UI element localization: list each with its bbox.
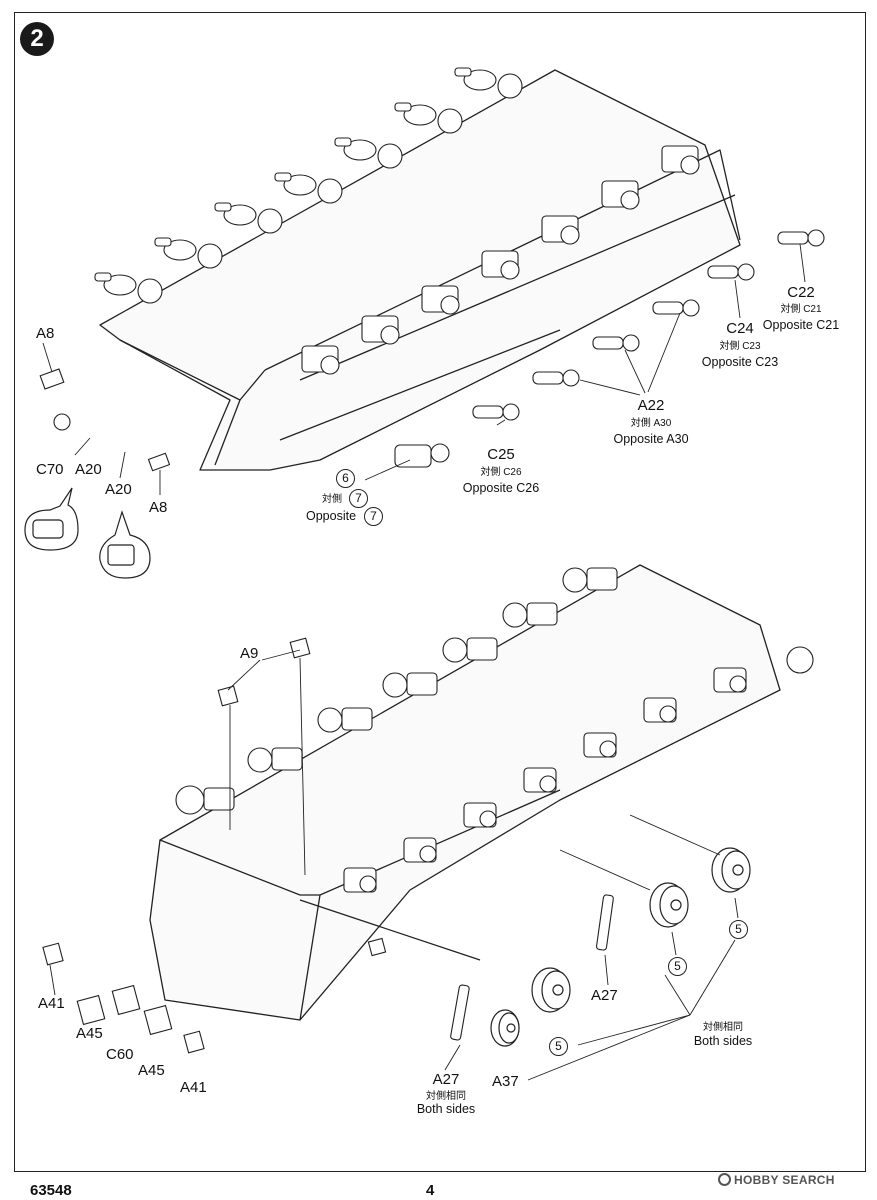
callout-c24-cjk: 対側 C23	[719, 341, 761, 352]
callout-c24-opposite: Opposite C23	[701, 355, 779, 369]
both-sides-cjk: 対側相同	[703, 1022, 743, 1033]
lower-hull	[149, 564, 781, 1021]
callout-a9: A9	[240, 645, 259, 662]
watermark-icon	[718, 1173, 731, 1186]
callout-a45-bottom: A45	[138, 1062, 165, 1079]
upper-leaders	[42, 243, 806, 495]
callout-c22-cjk: 対側 C21	[780, 304, 822, 315]
watermark-text: HOBBY SEARCH	[734, 1173, 835, 1187]
page-number: 4	[426, 1182, 435, 1199]
callout-a20-bottom: A20	[105, 481, 132, 498]
callout-a27-cjk: 対側相同	[426, 1091, 466, 1102]
callout-a27-right: A27	[591, 987, 618, 1004]
callout-c25-cjk: 対側 C26	[480, 467, 522, 478]
upper-suspension-front	[301, 145, 700, 375]
both-sides-label: Both sides	[693, 1034, 753, 1048]
callout-step-6: 6	[336, 469, 355, 488]
step-number-badge: 2	[20, 22, 54, 56]
lower-suspension	[175, 567, 814, 893]
road-wheels	[490, 847, 751, 1047]
callout-step-5b: 5	[668, 957, 687, 976]
watermark: HOBBY SEARCH	[718, 1173, 835, 1187]
callout-a41-left: A41	[38, 995, 65, 1012]
upper-loose-parts	[39, 229, 825, 472]
callout-c25-opposite: Opposite C26	[462, 481, 540, 495]
callout-a22-cjk: 対側 A30	[630, 418, 672, 429]
callout-a37: A37	[492, 1073, 519, 1090]
upper-suspension-top	[94, 67, 523, 304]
callout-a8-top: A8	[36, 325, 55, 342]
callout-a8-bottom: A8	[149, 499, 168, 516]
callout-c22-opposite: Opposite C21	[762, 318, 840, 332]
upper-hull	[99, 69, 741, 471]
callout-a27-both-sides: Both sides	[416, 1102, 476, 1116]
callout-a41-bottom: A41	[180, 1079, 207, 1096]
callout-7-cjk: 対側	[322, 494, 342, 505]
callout-step-5c: 5	[549, 1037, 568, 1056]
callout-c24: C24	[726, 320, 754, 337]
callout-a20-left: A20	[75, 461, 102, 478]
callout-step-7b: 7	[364, 507, 383, 526]
lower-loose-parts	[42, 637, 614, 1054]
callout-c22: C22	[787, 284, 815, 301]
callout-a22-opposite: Opposite A30	[613, 432, 689, 446]
detail-bubbles	[24, 487, 151, 579]
callout-a22: A22	[637, 397, 665, 414]
callout-a45-top: A45	[76, 1025, 103, 1042]
callout-step-5a: 5	[729, 920, 748, 939]
callout-c70: C70	[36, 461, 64, 478]
page-border	[14, 12, 866, 1172]
callout-7-opposite: Opposite	[306, 509, 357, 523]
callout-step-7a: 7	[349, 489, 368, 508]
lower-leaders	[49, 649, 739, 1081]
callout-a27-bottom: A27	[432, 1071, 460, 1088]
callout-c60: C60	[106, 1046, 134, 1063]
callout-c25: C25	[487, 446, 515, 463]
model-code: 63548	[30, 1182, 72, 1199]
